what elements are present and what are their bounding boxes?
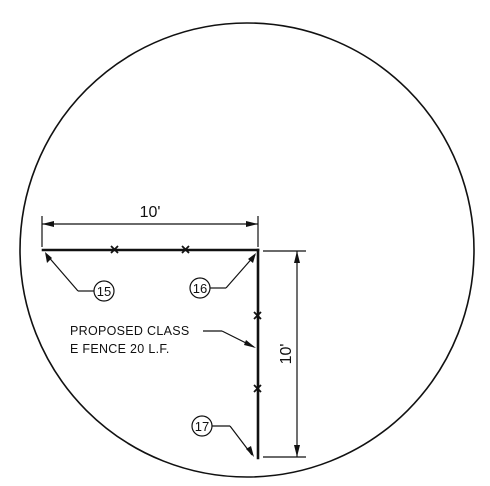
note-line-1: PROPOSED CLASS [70,324,190,338]
arrowhead-icon [294,251,300,263]
arrowhead-icon [248,253,256,263]
top-dimension-label: 10' [140,204,161,221]
arrowhead-icon [294,445,300,457]
arrowhead-icon [246,446,254,457]
arrowhead-icon [244,340,256,348]
fence-x-marker-icon [253,384,262,393]
arrowhead-icon [42,221,54,227]
right-dimension-label: 10' [278,344,295,365]
callout-17 [191,415,254,457]
right-dimension [263,250,306,458]
fence-x-marker-icon [253,311,262,320]
callout-15 [45,252,115,302]
note-line-2: E FENCE 20 L.F. [70,342,170,356]
callout-17-label: 17 [195,419,209,434]
fence-x-marker-icon [181,245,190,254]
fence-markers [110,245,262,393]
arrowhead-icon [45,252,52,263]
callout-15-label: 15 [97,284,111,299]
callout-circle [189,277,211,299]
note-leader [203,330,256,348]
callout-circle [191,415,213,437]
callout-16 [189,253,256,299]
arrowhead-icon [246,221,258,227]
callout-16-label: 16 [193,281,207,296]
detail-circle [19,22,475,478]
fence-line [41,248,260,460]
callout-circle [93,280,115,302]
top-dimension [41,216,259,247]
fence-x-marker-icon [110,245,119,254]
